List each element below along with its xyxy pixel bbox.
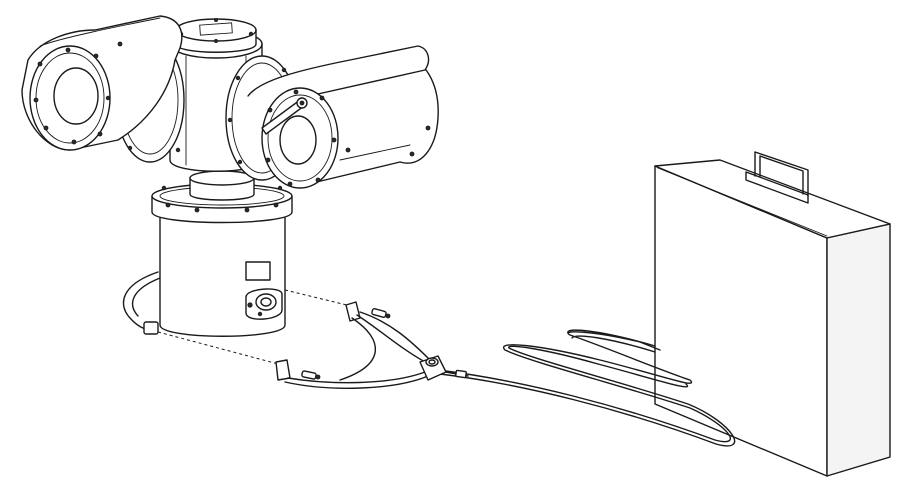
camera-base-cylinder bbox=[151, 170, 293, 337]
box-handle bbox=[745, 151, 809, 204]
strap-lug-lower bbox=[275, 359, 291, 381]
cable-junction-lug bbox=[419, 355, 469, 381]
guide-line-lower bbox=[157, 331, 283, 366]
left-camera-window bbox=[53, 67, 99, 125]
cable-coil-top bbox=[567, 329, 656, 353]
left-camera-housing bbox=[21, 15, 183, 151]
screw-lower bbox=[301, 370, 321, 380]
control-junction-box bbox=[654, 151, 891, 477]
cable-main-run-inner bbox=[439, 345, 736, 447]
guide-line-upper bbox=[284, 289, 356, 308]
grounding-cable bbox=[437, 329, 736, 447]
box-top-edge bbox=[657, 167, 828, 237]
strap-lug-upper bbox=[345, 301, 361, 322]
cable-main-run bbox=[437, 331, 732, 443]
wiper-arm bbox=[261, 97, 308, 135]
right-camera-housing bbox=[225, 45, 439, 189]
grounding-strap bbox=[122, 271, 469, 389]
right-camera-window bbox=[279, 115, 317, 165]
box-side-face bbox=[826, 223, 891, 477]
base-label-plate bbox=[245, 261, 271, 281]
screw-upper bbox=[371, 308, 391, 319]
base-cable-gland bbox=[245, 288, 283, 320]
yoke-top-cap bbox=[175, 18, 257, 42]
strap-lug-left bbox=[143, 321, 159, 335]
